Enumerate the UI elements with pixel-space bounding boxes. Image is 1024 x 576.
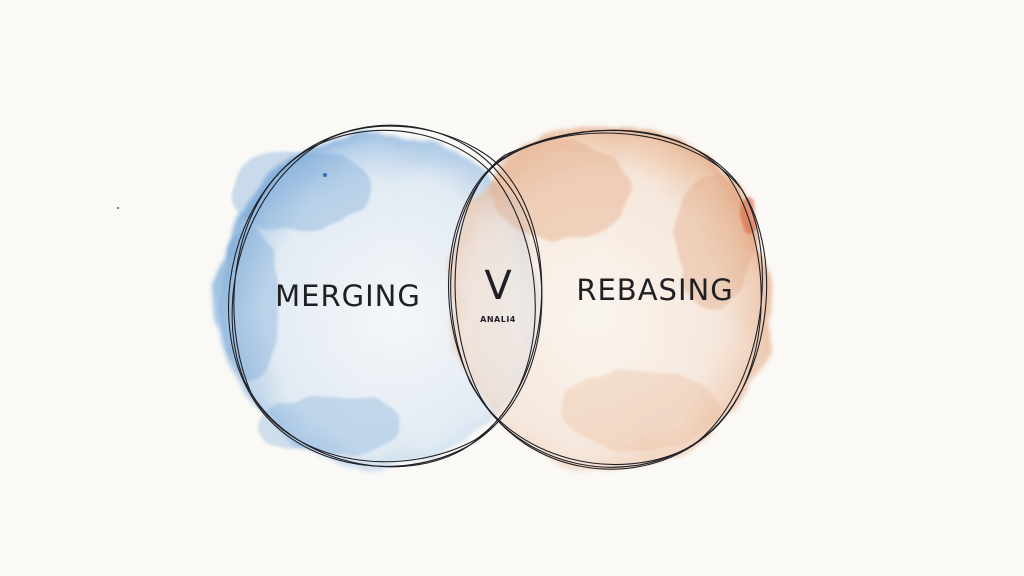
versus-label: V bbox=[484, 263, 512, 309]
right-circle-outline bbox=[447, 129, 768, 470]
rebasing-label: REBASING bbox=[576, 273, 733, 307]
paper-speck bbox=[117, 207, 119, 209]
left-circle-outline bbox=[228, 124, 543, 468]
versus-sublabel: ANALI4 bbox=[480, 315, 516, 324]
merging-label: MERGING bbox=[275, 279, 421, 313]
